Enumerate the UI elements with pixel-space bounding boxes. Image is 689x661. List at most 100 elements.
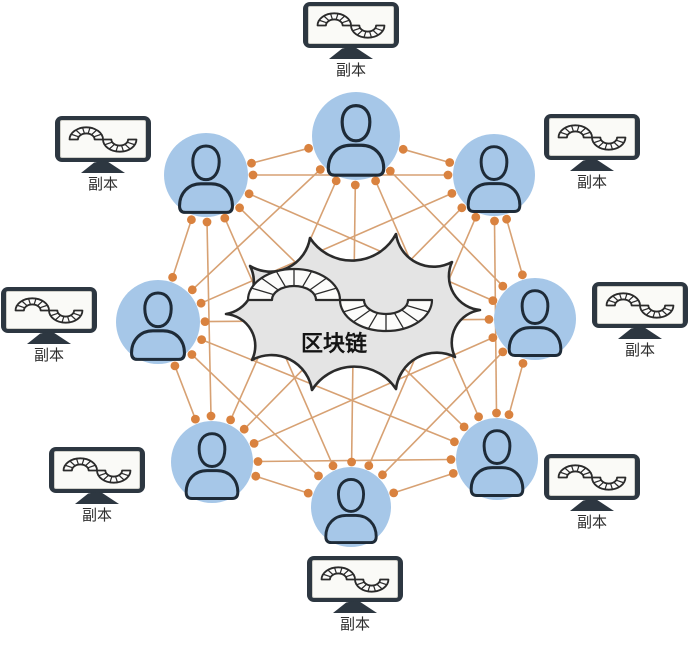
replica-top: 副本: [303, 2, 399, 80]
chain-icon: [316, 11, 386, 39]
link-endpoint-dot: [239, 424, 249, 434]
chain-ribbon: [14, 296, 84, 324]
link-endpoint-dot: [474, 412, 483, 422]
chain-icon: [14, 296, 84, 324]
chain-segment-line: [609, 142, 614, 150]
chain-segment-line: [69, 460, 76, 466]
chain-segment-line: [21, 300, 28, 306]
chain-segment-line: [108, 143, 115, 149]
chain-ribbon: [62, 456, 132, 484]
link-endpoint-dot: [251, 471, 261, 481]
replica-label: 副本: [81, 507, 112, 524]
link-endpoint-dot: [385, 166, 395, 176]
chain-segment-line: [39, 304, 48, 308]
chain-icon: [320, 565, 390, 593]
peer-link-line: [389, 170, 504, 287]
chain-segment-line: [664, 307, 672, 311]
chain-segment-line: [327, 569, 334, 575]
peer-link-line: [393, 472, 454, 494]
chain-segment-line: [121, 472, 129, 476]
chain-segment-line: [363, 30, 367, 38]
peer-link-line: [381, 351, 504, 476]
chain-segment-line: [275, 271, 287, 288]
link-endpoint-dot: [457, 203, 467, 213]
peer-bottom-left: [171, 421, 253, 503]
chain-segment-line: [560, 131, 568, 135]
peer-link-line: [191, 353, 320, 477]
replica-label: 副本: [624, 342, 655, 359]
link-endpoint-dot: [350, 180, 360, 190]
replica-bottom-right: 副本: [544, 454, 640, 532]
blockchain-chain-icon: [246, 267, 434, 333]
peer-bottom-right: [456, 418, 538, 500]
chain-segment-line: [251, 287, 274, 296]
link-endpoint-dot: [450, 437, 459, 447]
chain-segment-line: [301, 271, 313, 288]
chain-segment-line: [71, 133, 79, 137]
link-endpoint-dot: [328, 461, 338, 471]
chain-ribbon: [557, 463, 627, 491]
monitor-glass: [308, 6, 394, 44]
peer-link-line: [200, 192, 453, 304]
person-icon: [507, 289, 563, 357]
chain-segment-line: [81, 457, 85, 465]
chain-ribbon: [68, 125, 138, 153]
replica-label: 副本: [576, 514, 607, 531]
chain-segment-line: [645, 309, 652, 315]
blockchain-label: 区块链: [300, 331, 367, 356]
chain-segment-line: [393, 312, 405, 329]
link-endpoint-dot: [364, 461, 374, 471]
chain-segment-line: [333, 566, 338, 574]
monitor-stand: [329, 47, 373, 59]
chain-segment-line: [582, 471, 591, 475]
chain-segment-line: [613, 141, 620, 147]
chain-segment-line: [609, 482, 614, 490]
chain-segment-line: [612, 295, 619, 301]
chain-segment-line: [314, 287, 337, 296]
peer-top-right: [453, 134, 535, 216]
peer-link-line: [505, 218, 524, 276]
chain-segment-line: [61, 315, 65, 323]
link-endpoint-dot: [502, 214, 511, 224]
chain-segment-line: [564, 467, 571, 473]
link-endpoint-dot: [314, 471, 323, 481]
chain-segment-line: [93, 133, 102, 137]
chain-segment-line: [65, 464, 73, 468]
chain-segment-line: [613, 481, 620, 487]
chain-ribbon: [557, 123, 627, 151]
chain-segment-line: [66, 315, 71, 323]
peer-link-line: [171, 219, 193, 278]
chain-segment-line: [102, 474, 109, 480]
chain-segment-line: [115, 144, 119, 152]
peer-link-line: [255, 475, 309, 494]
chain-segment-line: [593, 479, 602, 483]
chain-segment-line: [81, 126, 86, 134]
chain-segment-line: [360, 583, 367, 589]
chain-segment-line: [75, 457, 80, 465]
link-endpoint-dot: [170, 361, 180, 371]
chain-segment-line: [401, 309, 419, 323]
person-icon: [130, 291, 186, 361]
link-endpoint-dot: [249, 439, 259, 448]
chain-segment-line: [335, 12, 339, 20]
link-endpoint-dot: [490, 216, 499, 226]
chain-segment-line: [341, 19, 350, 23]
chain-segment-line: [118, 474, 125, 480]
peer-link-line: [402, 148, 450, 164]
chain-segment-line: [352, 27, 361, 31]
chain-segment-line: [356, 29, 363, 35]
chain-segment-line: [618, 292, 623, 300]
link-endpoint-dot: [187, 350, 197, 359]
link-endpoint-dot: [202, 217, 212, 227]
chain-segment-line: [616, 479, 624, 483]
chain-segment-line: [379, 581, 387, 585]
chain-segment-line: [580, 127, 587, 133]
chain-ribbon: [605, 291, 675, 319]
chain-segment-line: [319, 19, 327, 23]
monitor-glass: [597, 286, 683, 324]
link-endpoint-dot: [498, 347, 508, 357]
chain-ribbon: [320, 565, 390, 593]
chain-segment-line: [323, 573, 331, 577]
chain-icon: [68, 125, 138, 153]
